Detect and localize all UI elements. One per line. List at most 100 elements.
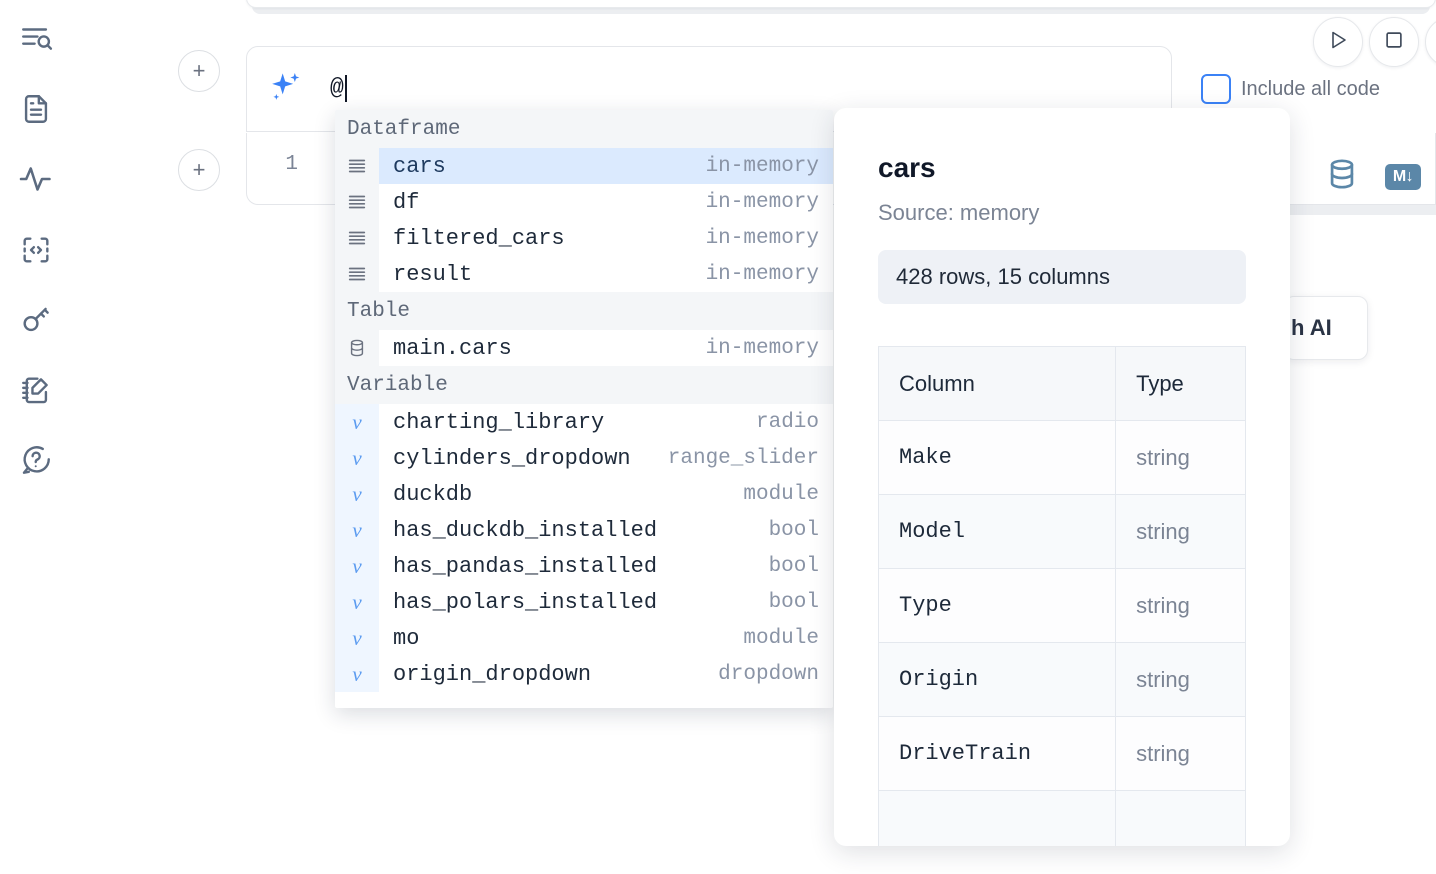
variable-icon: v [335, 584, 379, 620]
cell-tool-icons: M↓ [1325, 157, 1421, 196]
dataframe-lines-icon [335, 148, 379, 184]
autocomplete-item-type: bool [768, 518, 819, 542]
autocomplete-item-name: has_duckdb_installed [393, 517, 658, 543]
activity-pulse-icon [18, 161, 54, 197]
play-icon [1326, 28, 1350, 57]
plus-icon: + [192, 58, 206, 83]
autocomplete-group-header: Variable [335, 366, 833, 404]
database-icon[interactable] [1325, 157, 1359, 196]
sparkle-icon [266, 68, 306, 108]
doc-column-type: string [1115, 420, 1246, 495]
autocomplete-item-type: bool [768, 590, 819, 614]
doc-column-type [1115, 790, 1246, 846]
doc-title: cars [878, 152, 936, 183]
autocomplete-item[interactable]: v has_duckdb_installed bool [335, 512, 833, 548]
doc-table-row-partial [877, 790, 1246, 846]
stop-button[interactable] [1369, 17, 1419, 67]
doc-column-type: string [1115, 568, 1246, 643]
run-button[interactable] [1313, 17, 1363, 67]
autocomplete-item-name: cars [393, 153, 446, 179]
autocomplete-item[interactable]: main.cars in-memory [335, 330, 833, 366]
variable-icon: v [335, 512, 379, 548]
doc-column-type: string [1115, 494, 1246, 569]
plus-icon: + [192, 157, 206, 182]
previous-cell[interactable] [246, 0, 1436, 8]
autocomplete-item-name: has_polars_installed [393, 589, 658, 615]
autocomplete-item[interactable]: v charting_library radio [335, 404, 833, 440]
doc-column-name: Make [877, 420, 1117, 495]
doc-column-name [877, 790, 1117, 846]
sidebar-item-explore[interactable] [12, 14, 60, 62]
autocomplete-item-name: cylinders_dropdown [393, 445, 631, 471]
file-document-icon [19, 92, 53, 126]
autocomplete-item-type: module [743, 482, 819, 506]
doc-column-type: string [1115, 716, 1246, 791]
include-all-code-label: Include all code [1241, 77, 1380, 100]
autocomplete-item[interactable]: v has_polars_installed bool [335, 584, 833, 620]
help-chat-icon [19, 443, 53, 477]
include-all-code-checkbox[interactable] [1201, 74, 1231, 104]
doc-column-type: string [1115, 642, 1246, 717]
autocomplete-item-type: bool [768, 554, 819, 578]
autocomplete-item-type: in-memory [705, 154, 819, 178]
variable-icon: v [335, 404, 379, 440]
doc-source: Source: memory [878, 200, 1040, 225]
autocomplete-item-name: result [393, 261, 473, 287]
autocomplete-item[interactable]: v cylinders_dropdown range_slider [335, 440, 833, 476]
right-panel-shadow [1252, 205, 1436, 215]
autocomplete-item-type: module [743, 626, 819, 650]
markdown-icon[interactable]: M↓ [1385, 163, 1421, 190]
autocomplete-group-header: Dataframe [335, 110, 833, 148]
variable-icon: v [335, 620, 379, 656]
autocomplete-item-name: df [393, 189, 420, 215]
autocomplete-item-type: range_slider [667, 446, 819, 470]
doc-column-name: Model [877, 494, 1117, 569]
autocomplete-item-name: charting_library [393, 409, 605, 435]
ai-suggestion-card[interactable]: h AI [1284, 296, 1368, 360]
outline-search-icon [19, 21, 53, 55]
add-cell-button-bottom[interactable]: + [178, 149, 220, 191]
notebook-pencil-icon [19, 373, 53, 407]
variable-icon: v [335, 656, 379, 692]
sidebar-item-files[interactable] [12, 85, 60, 133]
markdown-badge-arrow: ↓ [1405, 167, 1414, 185]
autocomplete-item-name: has_pandas_installed [393, 553, 658, 579]
dataframe-lines-icon [335, 220, 379, 256]
add-cell-button-top[interactable]: + [178, 50, 220, 92]
sidebar-item-help[interactable] [12, 436, 60, 484]
autocomplete-item-type: in-memory [705, 226, 819, 250]
autocomplete-item-name: main.cars [393, 335, 512, 361]
sidebar-item-snippets[interactable] [12, 226, 60, 274]
code-brackets-icon [19, 233, 53, 267]
key-icon [19, 303, 53, 337]
variable-icon: v [335, 440, 379, 476]
autocomplete-item-type: in-memory [705, 336, 819, 360]
ai-prompt-input[interactable]: @ [330, 68, 1160, 108]
autocomplete-item-type: radio [755, 410, 819, 434]
autocomplete-item-name: origin_dropdown [393, 661, 592, 687]
sidebar-item-secrets[interactable] [12, 296, 60, 344]
include-all-code-row[interactable]: Include all code [1201, 74, 1380, 104]
code-line-number: 1 [285, 153, 298, 176]
ai-suggestion-card-text: h AI [1291, 315, 1332, 340]
sidebar-item-scratchpad[interactable] [12, 366, 60, 414]
autocomplete-item[interactable]: cars in-memory [335, 148, 833, 184]
more-options-button[interactable] [1425, 17, 1436, 67]
autocomplete-group-header: Table [335, 292, 833, 330]
dataframe-lines-icon [335, 184, 379, 220]
sidebar-item-variables[interactable] [12, 155, 60, 203]
